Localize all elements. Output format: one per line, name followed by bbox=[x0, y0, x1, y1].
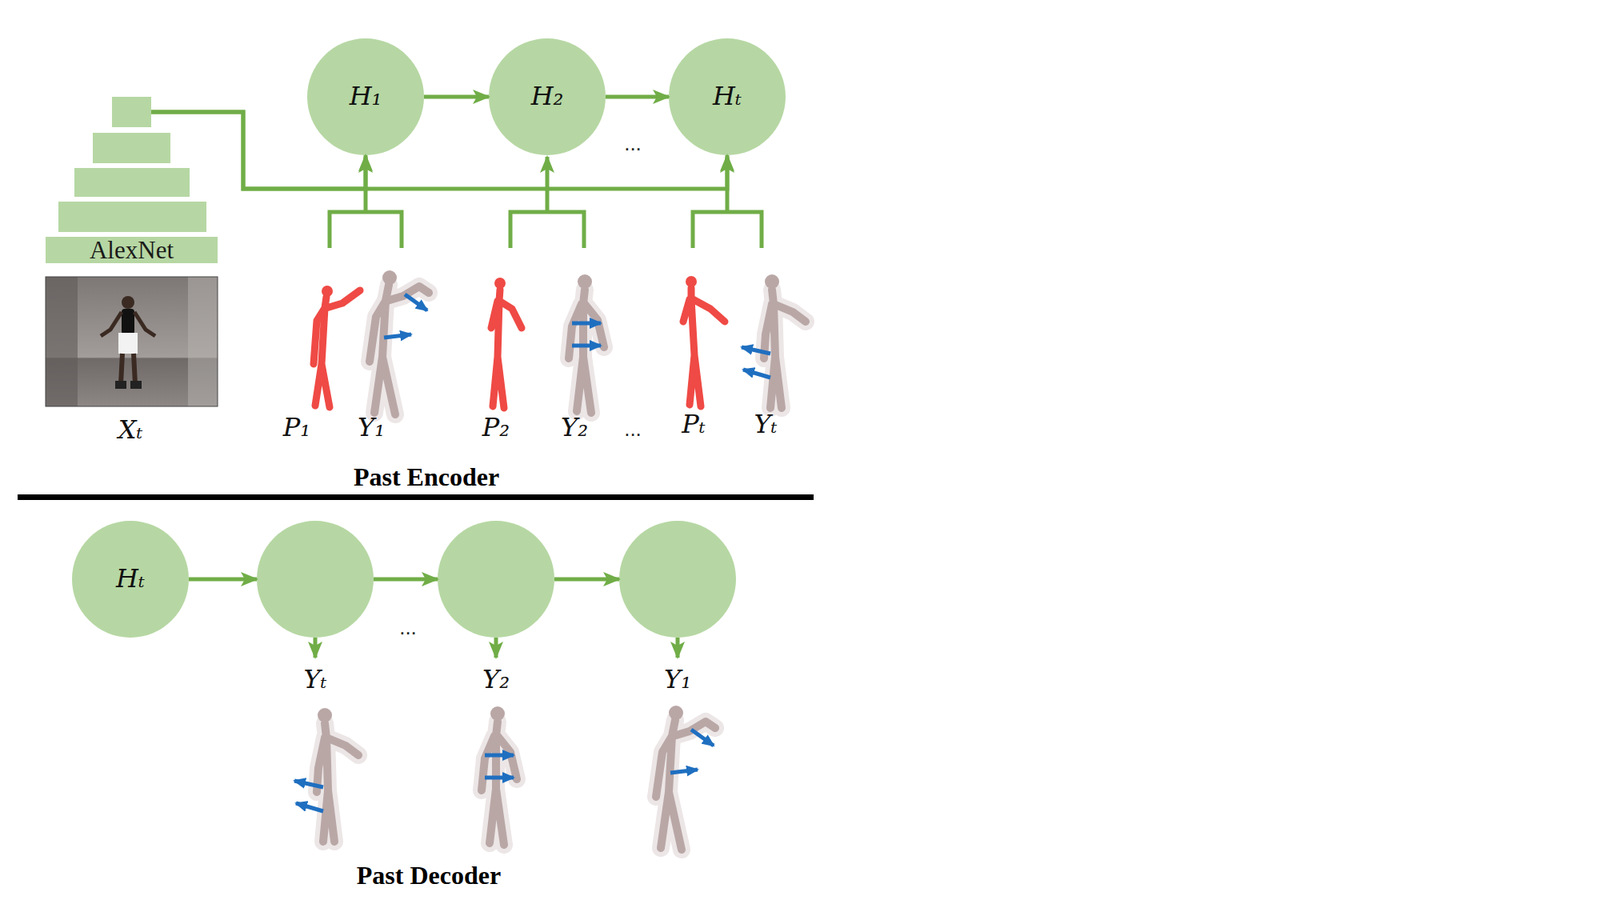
section-title: Past Decoder bbox=[356, 860, 501, 891]
motion-skeleton bbox=[568, 274, 604, 413]
pose-label: Pₜ bbox=[681, 410, 705, 439]
flow-arrow bbox=[605, 95, 669, 100]
cnn-layer bbox=[92, 132, 171, 164]
state-label: Hₜ bbox=[116, 564, 145, 593]
ellipsis: ... bbox=[624, 131, 642, 156]
output-label: Yₜ bbox=[303, 665, 327, 694]
cnn-layer: AlexNet bbox=[45, 236, 218, 264]
motion-label: Yₜ bbox=[753, 410, 777, 439]
ellipsis: ... bbox=[399, 615, 417, 640]
decoder-state bbox=[619, 520, 736, 638]
motion-label: Y₁ bbox=[357, 413, 385, 442]
frame-label: Xₜ bbox=[118, 416, 144, 444]
section-title: Past Encoder bbox=[353, 462, 500, 492]
motion-label: Y₂ bbox=[560, 413, 588, 442]
output-label: Y₂ bbox=[482, 665, 510, 694]
decoder-state bbox=[256, 520, 374, 638]
pose-skeleton bbox=[683, 276, 725, 407]
motion-skeleton bbox=[369, 270, 429, 415]
output-arrow bbox=[313, 637, 318, 658]
hidden-state: H₁ bbox=[307, 38, 424, 156]
flow-arrow bbox=[188, 577, 257, 582]
ellipsis: ... bbox=[624, 416, 642, 442]
flow-arrow bbox=[554, 577, 620, 582]
output-label: Y₁ bbox=[664, 665, 692, 694]
state-label: H₁ bbox=[349, 82, 383, 111]
motion-skeleton bbox=[294, 708, 359, 842]
decoder-state bbox=[437, 520, 555, 638]
motion-skeleton bbox=[741, 274, 806, 408]
cnn-layer bbox=[74, 168, 190, 197]
hidden-state: H₂ bbox=[488, 38, 606, 156]
motion-skeleton bbox=[481, 706, 517, 845]
cnn-layer bbox=[112, 96, 152, 128]
flow-arrow bbox=[373, 577, 438, 582]
output-arrow bbox=[494, 637, 499, 658]
separator-bar bbox=[17, 494, 814, 500]
cnn-layer bbox=[58, 201, 207, 232]
input-bracket bbox=[329, 156, 402, 248]
output-arrow bbox=[676, 637, 680, 658]
input-bracket bbox=[510, 156, 584, 248]
input-bracket bbox=[692, 156, 762, 248]
pose-label: P₂ bbox=[482, 413, 510, 442]
video-frame bbox=[45, 276, 218, 407]
node-label: AlexNet bbox=[89, 236, 174, 265]
pose-label: P₁ bbox=[283, 413, 311, 442]
flow-arrow bbox=[424, 95, 489, 100]
state-label: H₂ bbox=[531, 82, 564, 111]
motion-skeleton bbox=[656, 705, 716, 850]
cnn-encoder: AlexNet bbox=[45, 96, 218, 264]
pose-skeleton bbox=[313, 285, 360, 408]
hidden-state: Hₜ bbox=[668, 38, 786, 156]
hidden-state: Hₜ bbox=[72, 520, 189, 638]
flow-arrow bbox=[151, 112, 728, 189]
pose-skeleton bbox=[491, 277, 522, 408]
state-label: Hₜ bbox=[712, 82, 742, 111]
